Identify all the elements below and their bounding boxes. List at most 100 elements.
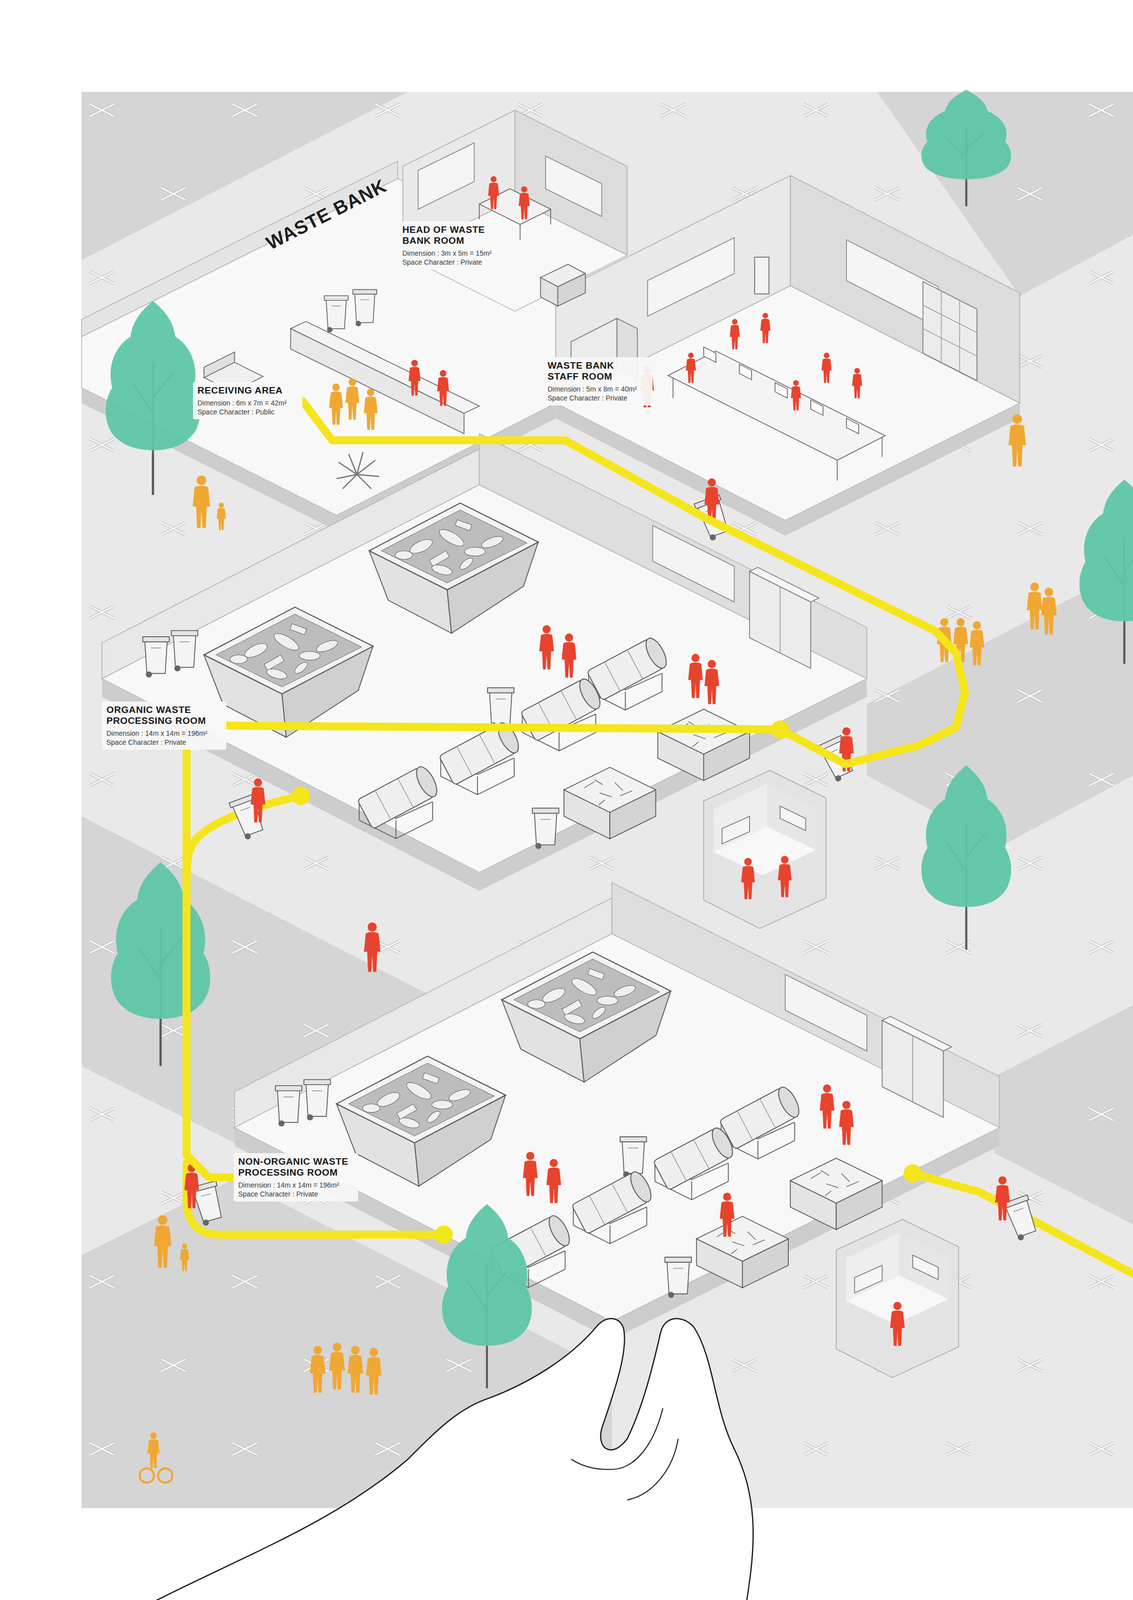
worker-figure [719,1192,735,1237]
walker-figure [364,922,381,972]
non-organic-room-drawing [234,882,1000,1378]
whiteboard [418,142,475,209]
monitor [774,382,788,398]
room-spec: Dimension : 14m x 14m = 196m² [238,1180,354,1190]
room-spec: Dimension : 5m x 8m = 40m² [547,384,649,394]
room-name: ORGANIC WASTE PROCESSING ROOM [106,704,222,727]
tree [105,300,201,495]
room-label: HEAD OF WASTE BANK ROOMDimension : 3m x … [397,221,503,270]
worker-figure [561,633,577,678]
wall [514,110,628,256]
pedestrian-figure [329,1342,345,1390]
worker-figure [839,1100,854,1145]
head-room [402,110,628,312]
room-spec: Dimension : 6m x 7m = 42m² [197,398,298,408]
visitor-figure [345,377,360,420]
monitor [739,364,753,380]
route-dot [291,786,310,805]
cyclist-figure [147,1431,160,1468]
pedestrian-figure [309,1345,326,1393]
room-name: NON-ORGANIC WASTE PROCESSING ROOM [238,1155,354,1178]
tree [442,1203,532,1388]
room-spec: Space Character : Private [106,737,222,747]
room-spec: Dimension : 3m x 5m = 15m² [402,248,498,258]
counter-top [290,321,479,414]
finger-lines [570,1407,678,1500]
monitor [810,399,824,416]
staff-figure [821,352,832,383]
low-wall [81,161,398,337]
room-spec: Space Character : Private [547,393,649,403]
ground [81,92,1133,1509]
pedestrian-figure [192,475,210,528]
pedestrian-figure [1008,414,1027,467]
tree [921,764,1012,949]
ground-plane [81,92,1133,1509]
staff-figure [437,370,450,406]
waste-flow-path [186,749,234,1177]
pedestrian-figure [180,1242,189,1271]
bicycle [139,1467,173,1483]
tree [921,89,1012,206]
organic-room-drawing [101,433,867,929]
worker-figure [777,855,792,897]
room-spec: Space Character : Private [402,257,498,267]
shelf-grid [923,290,978,372]
room-label: RECEIVING AREADimension : 6m x 7m = 42m²… [192,381,303,420]
worker-figure [539,625,555,670]
worker-figure [522,1151,538,1196]
whiteboard [545,156,602,217]
monitor [846,418,859,434]
monitors [703,346,859,434]
staff-figure [685,352,696,383]
room-spec: Space Character : Private [238,1189,354,1199]
pedestrians [147,414,1057,1468]
non-organic-room-people [522,1084,905,1346]
trees [105,89,1133,1388]
pedestrian-figure [1040,587,1057,635]
route-dot [903,1163,923,1183]
pedestrian-figure [154,1215,172,1268]
pedestrian-figure [347,1345,364,1393]
staff-figure [487,176,499,209]
room-label: NON-ORGANIC WASTE PROCESSING ROOM Dimensi… [233,1152,359,1202]
organic-room-people [539,625,792,900]
carrier-figure [995,1175,1011,1221]
visitor-figure [363,388,378,430]
hand-outline [153,1318,754,1600]
pedestrian-figure [969,621,985,666]
staff-figure [851,367,862,398]
bicycle-wheel [158,1467,173,1483]
worker-figure [890,1301,906,1346]
pedestrian-figure [366,1347,382,1395]
room-label: WASTE BANK STAFF ROOMDimension : 5m x 8m… [543,357,653,406]
staff-figure [408,359,421,396]
route-stub [912,1173,1133,1278]
bicycle-wheel [139,1467,155,1483]
pedestrian-figure [216,502,226,530]
street-bands [81,92,1133,1509]
room-spec: Dimension : 14m x 14m = 196m² [106,728,222,738]
worker-figure [704,660,720,705]
worker-figure [819,1084,835,1129]
waste-flow-path [226,400,965,764]
tree [1079,479,1133,664]
carrier-figure [250,778,266,823]
monitor [703,346,717,363]
waste-bin [324,295,349,333]
room-name: HEAD OF WASTE BANK ROOM [402,224,498,247]
worker-figure [741,857,756,899]
sofa-back [203,352,235,378]
tree [110,861,210,1066]
grid-crosses [81,92,1133,1509]
hand [153,1318,754,1600]
water-dispenser [754,257,769,294]
route-dot [434,1225,453,1244]
staff-figure [760,312,771,344]
pedestrian-figure [1026,582,1042,630]
wall [790,175,1020,403]
